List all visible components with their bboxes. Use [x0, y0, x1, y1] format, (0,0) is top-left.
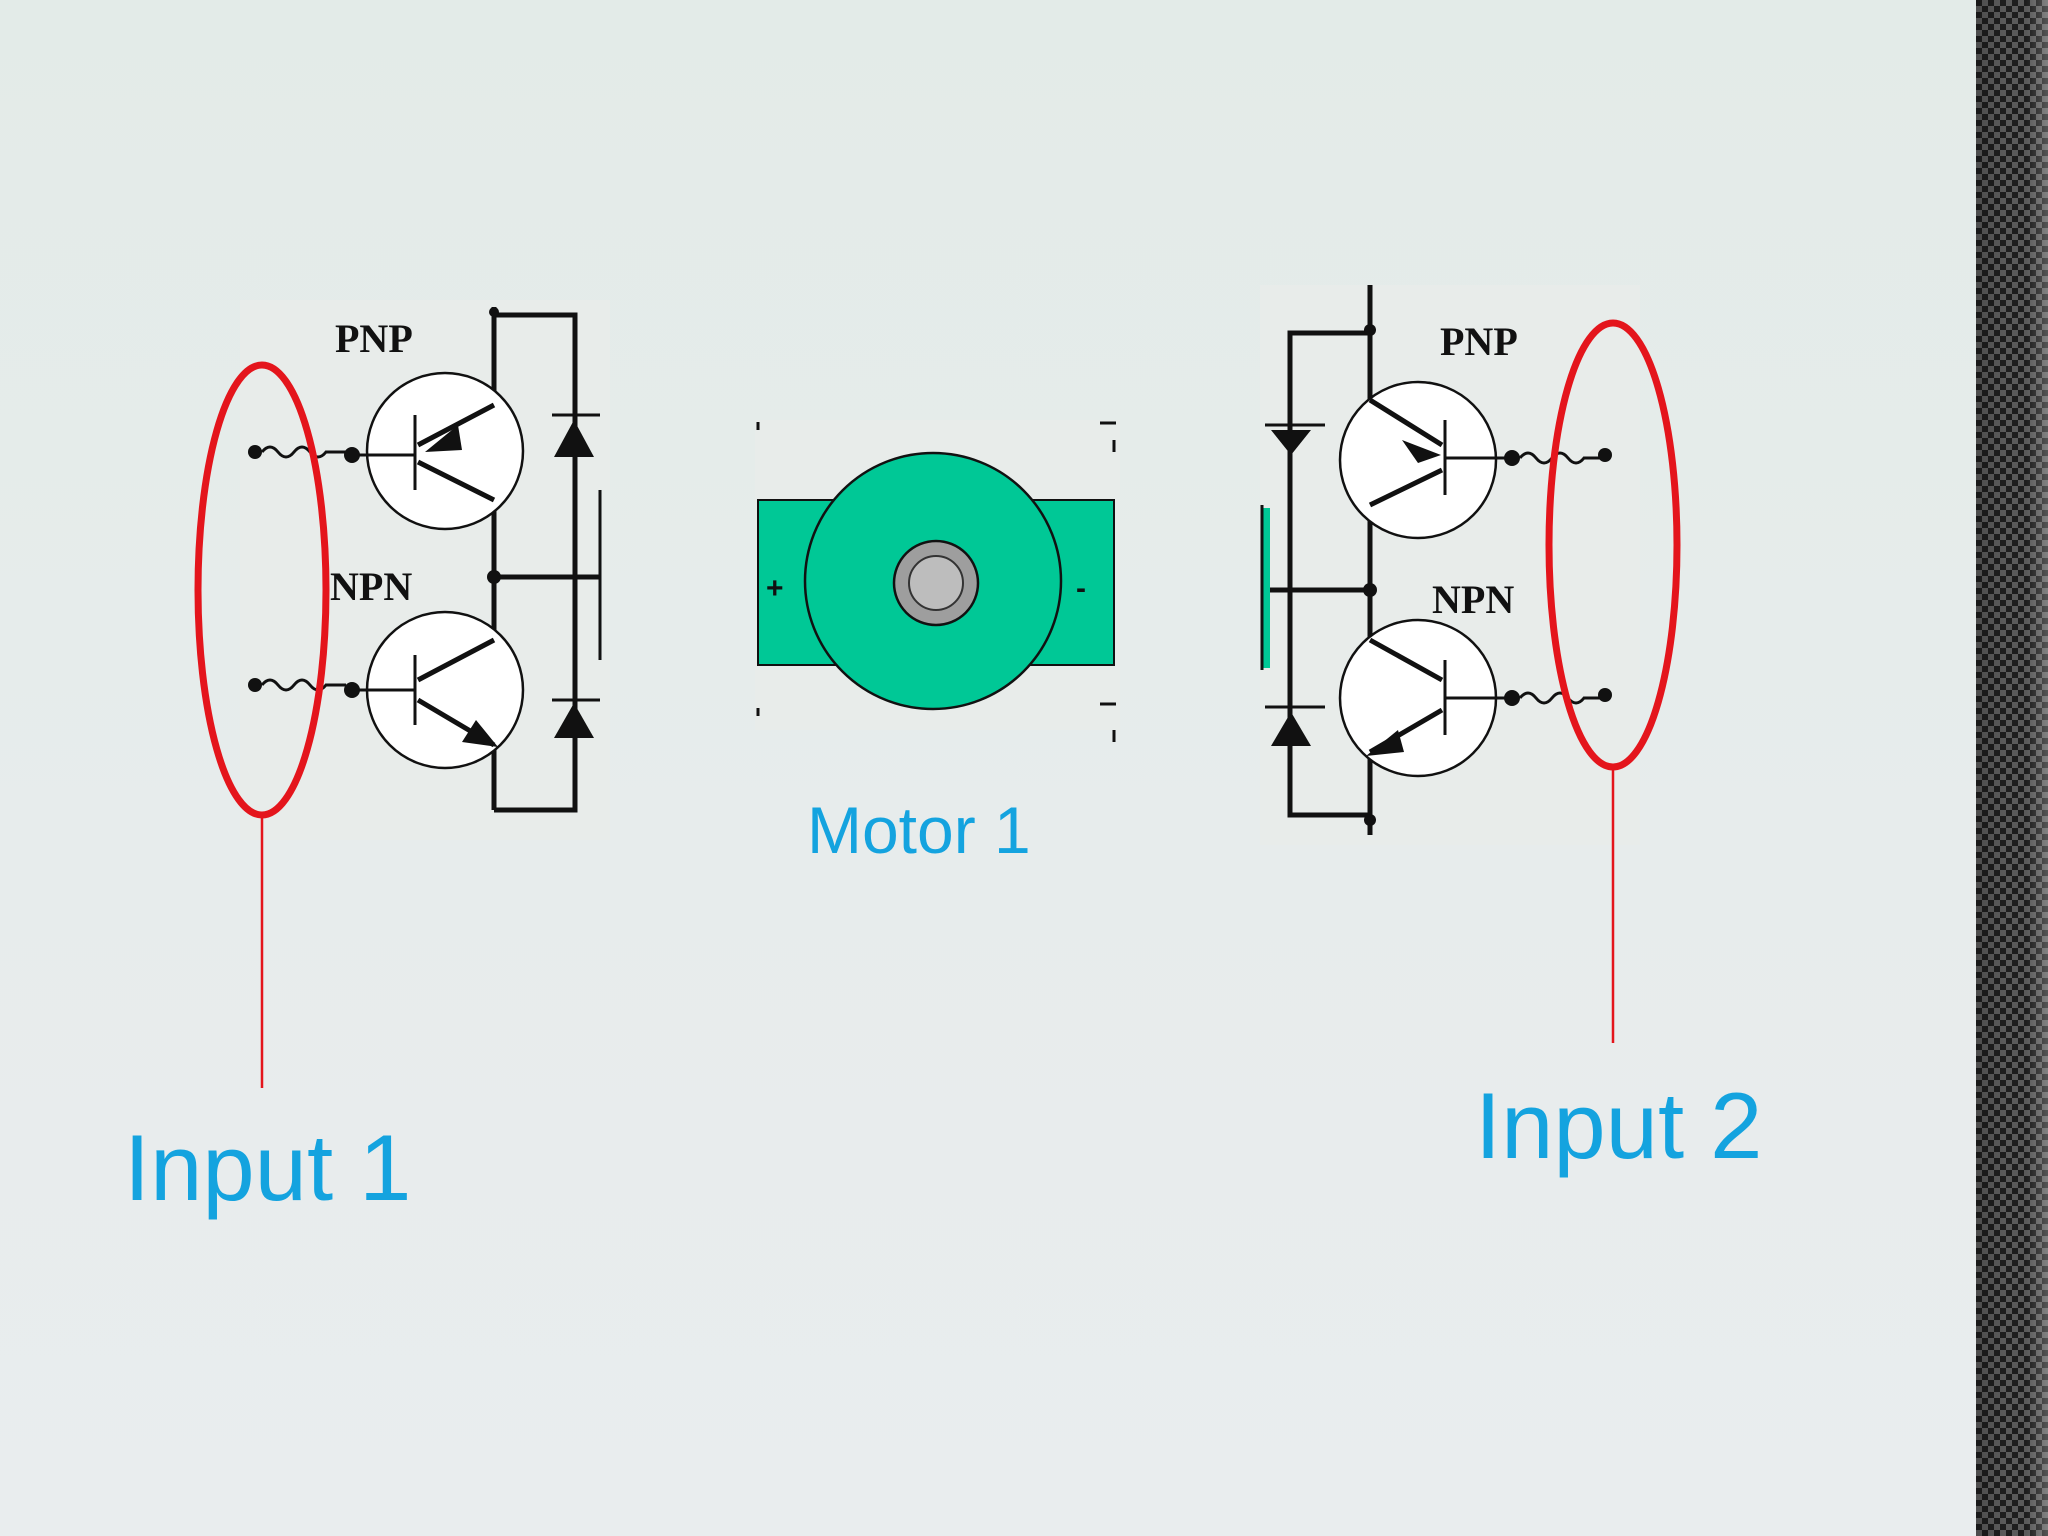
npn-label-left: NPN [330, 564, 412, 609]
motor-plus-terminal: + [766, 572, 784, 605]
npn-transistor-left [352, 610, 525, 770]
diode-bottom-right [1265, 705, 1325, 746]
pnp-label-left: PNP [335, 316, 413, 361]
input-1-label: Input 1 [124, 1115, 411, 1220]
motor-edge-right [1262, 508, 1270, 668]
npn-label-right: NPN [1432, 577, 1514, 622]
diode-bottom-left [552, 698, 600, 738]
motor-label: Motor 1 [807, 793, 1031, 867]
motor-minus-terminal: - [1076, 572, 1086, 605]
motor: + - Motor 1 [755, 420, 1120, 867]
diode-top-right [1265, 423, 1325, 455]
pnp-transistor-right [1338, 380, 1512, 540]
pnp-transistor-left [352, 371, 525, 531]
pnp-label-right: PNP [1440, 319, 1518, 364]
input-1-callout: Input 1 [124, 361, 411, 1220]
npn-transistor-right [1338, 618, 1512, 778]
input-2-label: Input 2 [1475, 1073, 1762, 1178]
right-bridge: PNP NPN [1260, 285, 1640, 845]
left-bridge: PNP NPN [240, 300, 610, 840]
input-leads-right [1504, 448, 1612, 706]
diode-top-left [552, 413, 600, 457]
input-2-callout: Input 2 [1475, 319, 1762, 1178]
decorative-edge-pattern [1976, 0, 2048, 1536]
